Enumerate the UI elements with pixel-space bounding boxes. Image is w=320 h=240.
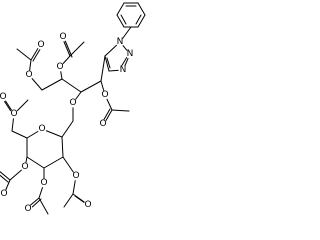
alditol-backbone xyxy=(28,55,106,104)
atom-o-carbonyl-top-center: O xyxy=(58,32,68,42)
svg-text:O: O xyxy=(99,119,106,129)
svg-text:O: O xyxy=(37,40,44,50)
svg-text:O: O xyxy=(0,189,7,199)
atom-n2: N xyxy=(125,49,135,59)
svg-text:O: O xyxy=(10,109,17,119)
atom-o-ch2-ester: O xyxy=(24,70,34,80)
svg-text:O: O xyxy=(40,178,47,188)
svg-text:O: O xyxy=(101,90,108,100)
svg-text:O: O xyxy=(24,204,31,214)
atom-o-glycosidic: O xyxy=(68,98,78,108)
svg-text:O: O xyxy=(0,92,7,102)
atom-n1: N xyxy=(115,37,125,47)
atom-o-c4-carbonyl: O xyxy=(0,189,9,199)
svg-text:O: O xyxy=(84,200,91,210)
svg-text:O: O xyxy=(72,171,79,181)
svg-text:N: N xyxy=(127,49,134,59)
atom-o-carbonyl-top-left: O xyxy=(36,40,46,50)
atom-o-ring: O xyxy=(37,124,47,134)
bond-layer xyxy=(0,2,146,215)
atom-o-ring-ch2-ester: O xyxy=(9,109,19,119)
backbone-acetates xyxy=(16,36,130,125)
atom-n3: N xyxy=(118,65,128,75)
atom-label-layer: N N N O O O O O xyxy=(0,32,135,214)
svg-text:O: O xyxy=(21,162,28,172)
svg-text:N: N xyxy=(117,37,124,47)
atom-o-c3-ester: O xyxy=(39,178,49,188)
svg-text:O: O xyxy=(25,70,32,80)
atom-o-c2-carbonyl: O xyxy=(83,200,93,210)
svg-text:O: O xyxy=(69,98,76,108)
atom-o-ester-center: O xyxy=(55,62,65,72)
svg-text:O: O xyxy=(38,124,45,134)
atom-o-ester-right: O xyxy=(100,90,110,100)
chemical-structure-diagram: N N N O O O O O xyxy=(0,2,146,215)
atom-o-carbonyl-right: O xyxy=(98,119,108,129)
svg-text:N: N xyxy=(120,65,127,75)
atom-o-c4-ester: O xyxy=(20,162,30,172)
atom-o-carbonyl-far-left: O xyxy=(0,92,8,102)
atom-o-c2-ester: O xyxy=(71,171,81,181)
svg-text:O: O xyxy=(59,32,66,42)
atom-o-c3-carbonyl: O xyxy=(23,204,33,214)
svg-text:O: O xyxy=(56,62,63,72)
